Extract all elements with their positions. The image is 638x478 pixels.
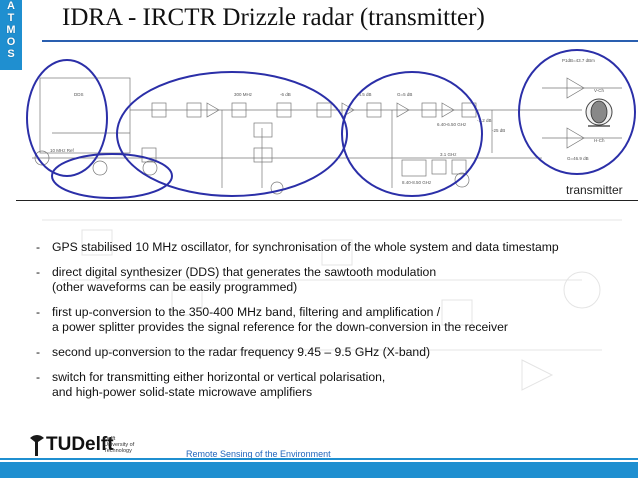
atmos-letter: M xyxy=(6,24,16,36)
bullet-text: first up-conversion to the 350-400 MHz b… xyxy=(52,305,441,319)
bullet-text: GPS stabilised 10 MHz oscillator, for sy… xyxy=(52,240,559,254)
bullet-item: second up-conversion to the radar freque… xyxy=(36,345,626,360)
atmos-letter: A xyxy=(7,0,15,12)
atmos-letter: T xyxy=(7,12,15,24)
diagram-label: V-Ch xyxy=(594,88,605,93)
diagram-label: 3.1 GHz xyxy=(440,152,457,157)
antenna-dish-icon xyxy=(585,98,613,127)
divider xyxy=(16,200,638,201)
title-underline xyxy=(42,40,638,42)
bullet-text: and high-power solid-state microwave amp… xyxy=(52,385,313,399)
page-title: IDRA - IRCTR Drizzle radar (transmitter) xyxy=(62,4,485,31)
footer-caption: Remote Sensing of the Environment xyxy=(186,449,331,459)
logo-subtext: Delft University of Technology xyxy=(104,436,134,454)
atmos-letter: S xyxy=(7,48,15,60)
atmos-letter: O xyxy=(6,36,16,48)
diagram-label: G=5 dB xyxy=(397,92,412,97)
bullet-text: second up-conversion to the radar freque… xyxy=(52,345,431,359)
atmos-sidebar: A T M O S xyxy=(0,0,22,70)
dds-block xyxy=(39,77,131,154)
diagram-label: 6.40-6.50 GHz xyxy=(437,122,467,127)
diagram-label: -4.5 dB xyxy=(357,92,372,97)
bullet-text: switch for transmitting either horizonta… xyxy=(52,370,386,384)
logo-text: TUDelft xyxy=(46,434,114,455)
diagram-label: 8.40-8.50 GHz xyxy=(402,180,432,185)
tudelft-logo: TUDelft Delft University of Technology xyxy=(28,432,138,458)
bullet-list: GPS stabilised 10 MHz oscillator, for sy… xyxy=(36,240,626,410)
footer-line xyxy=(0,458,638,460)
bullet-item: switch for transmitting either horizonta… xyxy=(36,370,626,400)
bullet-item: first up-conversion to the 350-400 MHz b… xyxy=(36,305,626,335)
footer-bar xyxy=(0,462,638,478)
bullet-item: direct digital synthesizer (DDS) that ge… xyxy=(36,265,626,295)
diagram-label: P1dB=43.7 dBm xyxy=(562,58,595,63)
diagram-label: 10 MHz Ref xyxy=(50,148,75,153)
logo-line: Delft xyxy=(104,436,116,442)
diagram-label: 300 MHz xyxy=(234,92,253,97)
diagram-label: H-Ch xyxy=(594,138,605,143)
tudelft-flame-icon xyxy=(30,435,44,456)
logo-line: University of xyxy=(104,442,135,448)
bullet-text: direct digital synthesizer (DDS) that ge… xyxy=(52,265,437,279)
diagram-label: -6 dB xyxy=(280,92,291,97)
diagram-label: -1.2 dB xyxy=(477,118,492,123)
diagram-label: -25 dB xyxy=(492,128,505,133)
transmitter-block-diagram: DDS 10 MHz Ref 300 MHz -6 dB -4.5 dB G=5… xyxy=(26,49,636,199)
logo-line: Technology xyxy=(104,448,132,454)
transmitter-label: transmitter xyxy=(566,183,623,197)
diagram-label: G=46.9 dB xyxy=(567,156,589,161)
bullet-text: a power splitter provides the signal ref… xyxy=(52,320,508,334)
diagram-label: DDS xyxy=(74,92,84,97)
bullet-item: GPS stabilised 10 MHz oscillator, for sy… xyxy=(36,240,626,255)
bullet-text: (other waveforms can be easily programme… xyxy=(52,280,298,294)
